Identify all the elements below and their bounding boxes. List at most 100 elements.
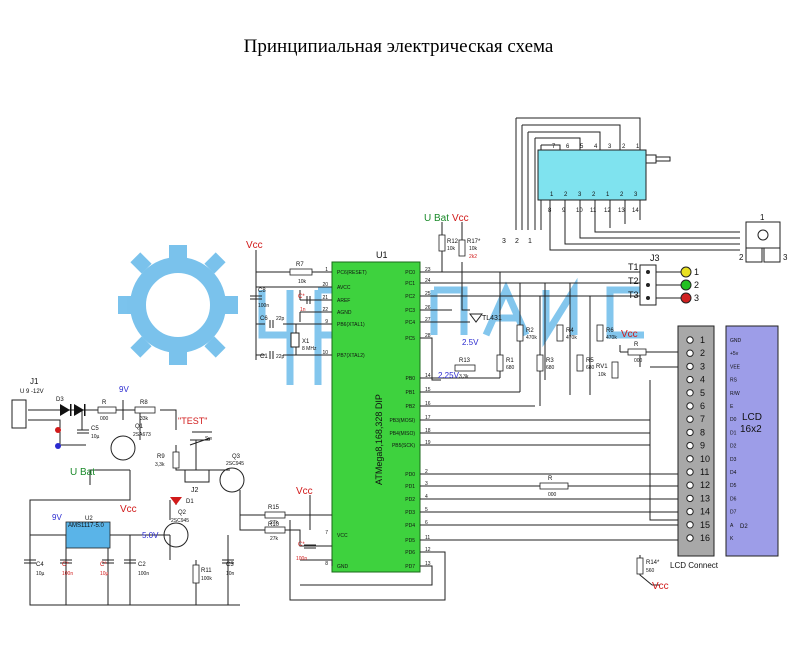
lcd-connector[interactable] [677,325,715,557]
mcu-pin-name: PC0 [405,270,415,276]
tl431-label: TL431 [482,315,502,322]
mcu-pin-num: 12 [425,547,431,553]
capacitor-symbols [24,295,316,564]
display-pin-top: 5 [580,144,584,150]
mcu-pin-name: PB3(MOSI) [389,418,415,424]
display-pin-bottom: 12 [604,208,611,214]
lcd-signal: D7 [730,510,737,516]
mcu-pin-num: 19 [425,440,431,446]
mcu-pin-num: 6 [425,520,428,526]
jack-j1[interactable] [11,399,27,429]
r4-val: 470k [566,335,577,341]
mcu-pin-name: PD0 [405,472,415,478]
lcd-pin-dot [686,455,694,463]
lcd-pin-dot [686,521,694,529]
display-pin-bottom: 10 [576,208,583,214]
r1-ref: R1 [506,358,514,364]
r10-ref: R10 [268,522,280,528]
lcd-pin-dot [686,402,694,410]
lcd-module [725,325,779,557]
d2-ref: D2 [740,524,748,530]
lcd-pin-dot [686,336,694,344]
display-pin-inner: 2 [564,192,568,198]
x1-val: 8 MHz [302,346,317,352]
mcu-pin-name: VCC [337,533,348,539]
mcu-pin-name: PC4 [405,320,415,326]
lcd-pin-dot [686,494,694,503]
r4-ref: R4 [566,328,574,334]
jack-socket-2[interactable] [745,247,763,263]
q2-val: 2SC945 [171,518,189,524]
r7-val: 10k [298,279,307,285]
display-module [537,149,647,201]
q1-ref: Q1 [135,424,144,430]
lcd-pin-number: 6 [700,401,705,411]
display-pin-inner: 1 [550,192,554,198]
rlcd-val: 000 [634,358,643,364]
j1-val: U 9 -12V [20,389,44,395]
transistor-q3 [219,467,245,493]
v9-label-2: 9V [52,513,62,522]
transistor-q2 [163,522,189,548]
indicator-3-label: 3 [694,293,699,303]
display-pin-bottom: 13 [618,208,625,214]
r12-val: 10k [447,246,456,252]
regulator-ref: U2 [85,516,93,522]
lcd-pin-number: 7 [700,414,705,424]
mcu-pin-name: PD3 [405,510,415,516]
lcd-pin-dot [686,534,694,542]
indicator-2-label: 2 [694,280,699,290]
mcu-pin-name: PB0 [406,376,416,382]
jack-pin-2: 2 [739,253,744,262]
lcd-signal: D4 [730,470,737,476]
lcd-signal: D3 [730,457,737,463]
crystal-x1 [290,332,300,348]
mcu-pin-num: 10 [322,350,328,356]
lcd-pin-dot [686,441,694,450]
display-pin-top: 4 [594,144,598,150]
r9-ref: R9 [157,454,165,460]
jumper-j2[interactable] [184,469,210,483]
lcd-pin-dot [686,481,694,489]
cstar2-ref: C* [100,562,107,568]
lcd-label: LCD [742,412,762,423]
lcd-signal: D6 [730,496,737,502]
lcd-pin-number: 16 [700,533,710,543]
test-switch[interactable] [189,431,212,446]
d3-ref: D3 [56,397,64,403]
q2-ref: Q2 [178,510,187,516]
display-pin-top: 6 [566,144,570,150]
ubat-label-2: U Bat [70,467,95,478]
mcu-pin-num: 17 [425,415,431,421]
display-pin-inner: 3 [578,192,582,198]
lcd-signal: RS [730,378,738,384]
mcu-pin-name: PD1 [405,484,415,490]
conn-pin-2: 2 [515,238,519,245]
mcu-pin-name: PD4 [405,523,415,529]
jack-socket-3[interactable] [763,247,781,263]
watermark-gear-icon [118,245,238,365]
display-knob [645,154,657,164]
cstar3-val: 1n [300,307,306,313]
mcu-pin-name: PD2 [405,497,415,503]
mcu-pin-num: 8 [325,561,328,567]
lcd-signal: E [730,404,734,410]
r15-ref: R15 [268,505,280,511]
mcu-pin-num: 27 [425,317,431,323]
j3-ref: J3 [650,253,660,263]
r14-val: 560 [646,568,655,574]
lcd-signal: VEE [730,364,741,370]
lcd-signal: R/W [730,391,740,397]
regulator-name: AMS1117-5.0 [68,523,104,529]
vcc-label-3: Vcc [296,486,313,497]
r17-val: 10k [469,246,478,252]
mcu-pin-name: PC2 [405,294,415,300]
lcd-size: 16x2 [740,424,762,435]
mcu-pin-num: 9 [325,319,328,325]
